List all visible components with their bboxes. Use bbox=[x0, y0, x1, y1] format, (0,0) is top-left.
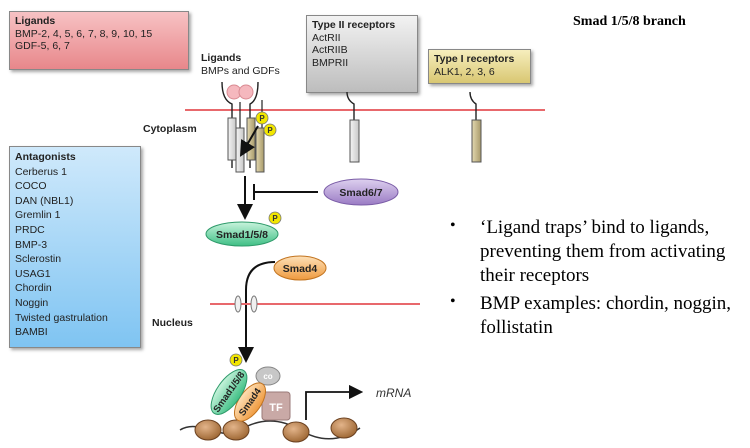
nucleosome bbox=[282, 421, 310, 443]
ligands-box: Ligands BMP-2, 4, 5, 6, 7, 8, 9, 10, 15 … bbox=[9, 11, 189, 70]
svg-text:P: P bbox=[272, 214, 278, 223]
ligands-label: Ligands bbox=[201, 52, 242, 64]
type1-receptor bbox=[469, 91, 482, 163]
antagonists-box-title: Antagonists bbox=[15, 151, 76, 163]
branch-title: Smad 1/5/8 branch bbox=[573, 14, 686, 29]
cytoplasm-label: Cytoplasm bbox=[143, 123, 197, 135]
type2-box-title: Type II receptors bbox=[312, 19, 396, 31]
phosphate-badge: P bbox=[255, 111, 269, 125]
antagonist-item: Noggin bbox=[15, 296, 49, 309]
svg-text:TF: TF bbox=[269, 402, 283, 414]
smad158-protein: Smad1/5/8 bbox=[205, 221, 279, 247]
type2-box-line: ActRII bbox=[312, 31, 341, 44]
phosphorylation-arrow bbox=[239, 125, 259, 157]
nuclear-translocation-path bbox=[245, 261, 276, 335]
bullet-text: BMP examples: chordin, noggin, follistat… bbox=[480, 293, 732, 338]
bullet-text: ‘Ligand traps’ bind to ligands, preventi… bbox=[480, 217, 726, 286]
svg-text:Smad6/7: Smad6/7 bbox=[339, 187, 382, 199]
phosphate-badge: P bbox=[268, 211, 282, 225]
phosphate-badge: P bbox=[229, 353, 243, 367]
antagonist-item: Sclerostin bbox=[15, 253, 62, 266]
antagonist-item: USAG1 bbox=[15, 267, 51, 280]
nucleosome bbox=[222, 419, 250, 441]
type1-receptors-box: Type I receptors ALK1, 2, 3, 6 bbox=[428, 49, 531, 84]
antagonist-item: Cerberus 1 bbox=[15, 165, 67, 178]
nucleosome bbox=[194, 419, 222, 441]
svg-text:P: P bbox=[259, 114, 265, 123]
antagonist-item: COCO bbox=[15, 180, 47, 193]
type1-box-line: ALK1, 2, 3, 6 bbox=[434, 65, 495, 78]
svg-text:P: P bbox=[233, 356, 239, 365]
bullet-dot-icon: • bbox=[450, 293, 456, 310]
ligands-box-title: Ligands bbox=[15, 15, 56, 27]
type2-box-line: BMPRII bbox=[312, 56, 349, 69]
ligands-box-line: GDF-5, 6, 7 bbox=[15, 40, 70, 52]
co-factor: co bbox=[255, 366, 281, 386]
nucleosome bbox=[330, 417, 358, 439]
ligands-box-line: BMP-2, 4, 5, 6, 7, 8, 9, 10, 15 bbox=[15, 27, 153, 40]
smad67-protein: Smad6/7 bbox=[323, 178, 399, 206]
transcription-arrow bbox=[305, 384, 364, 420]
bullet-item: • BMP examples: chordin, noggin, follist… bbox=[450, 292, 745, 340]
bullet-dot-icon: • bbox=[450, 217, 456, 234]
nucleus-label: Nucleus bbox=[152, 317, 193, 329]
phosphate-badge: P bbox=[263, 123, 277, 137]
antagonist-item: Chordin bbox=[15, 282, 52, 295]
antagonists-box: Antagonists Cerberus 1 COCO DAN (NBL1) G… bbox=[9, 146, 141, 348]
ligand-dimer bbox=[226, 84, 254, 100]
type1-box-title: Type I receptors bbox=[434, 53, 515, 65]
nuclear-pore bbox=[234, 295, 258, 313]
svg-text:Smad1/5/8: Smad1/5/8 bbox=[216, 229, 268, 241]
ligands-sublabel: BMPs and GDFs bbox=[201, 65, 280, 77]
svg-text:P: P bbox=[267, 126, 273, 135]
mrna-label: mRNA bbox=[376, 386, 411, 400]
antagonist-item: Gremlin 1 bbox=[15, 209, 61, 222]
bullet-item: • ‘Ligand traps’ bind to ligands, preven… bbox=[450, 216, 745, 288]
type2-box-line: ActRIIB bbox=[312, 44, 348, 56]
type2-receptor bbox=[346, 91, 360, 163]
smad4-protein: Smad4 bbox=[273, 255, 327, 281]
type2-receptors-box: Type II receptors ActRII ActRIIB BMPRII bbox=[306, 15, 418, 93]
antagonist-item: BMP-3 bbox=[15, 238, 48, 251]
antagonist-item: DAN (NBL1) bbox=[15, 194, 74, 207]
antagonist-item: PRDC bbox=[15, 223, 45, 236]
antagonist-item: Twisted gastrulation bbox=[15, 311, 108, 324]
transcription-factor: TF bbox=[261, 391, 291, 421]
antagonist-item: BAMBI bbox=[15, 326, 48, 339]
bullet-list: • ‘Ligand traps’ bind to ligands, preven… bbox=[450, 216, 745, 344]
svg-text:Smad4: Smad4 bbox=[283, 263, 318, 275]
svg-text:co: co bbox=[263, 372, 272, 381]
